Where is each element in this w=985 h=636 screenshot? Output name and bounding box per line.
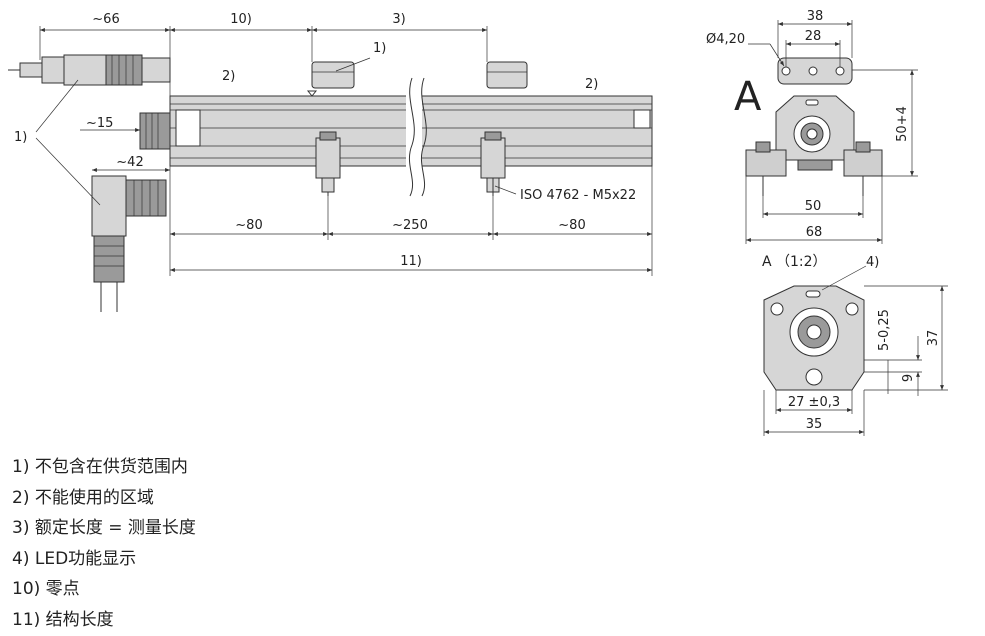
dim-slot: 5-0,25 [877, 309, 892, 351]
dim-inner-width: 27 ±0,3 [788, 395, 840, 410]
label-unusable-left: 2) [222, 69, 235, 84]
dim-total-length: 11) [400, 254, 422, 269]
dim-left-mount: ~80 [235, 218, 262, 233]
legend-item: 1) 不包含在供货范围内 [12, 457, 188, 477]
label-not-included-top: 1) [373, 41, 386, 56]
legend-item: 2) 不能使用的区域 [12, 487, 154, 508]
dim-detail-width: 35 [806, 417, 823, 432]
dim-height: 50+4 [895, 106, 910, 142]
dim-bracket-width: 68 [806, 225, 823, 240]
dim-connector-angled: ~42 [116, 155, 143, 170]
label-unusable-right: 2) [585, 77, 598, 92]
label-not-included-left: 1) [14, 130, 27, 145]
dim-detail-height: 37 [926, 330, 941, 347]
detail-title: A （1:2） [762, 254, 827, 270]
dim-hole-spacing: 28 [805, 29, 822, 44]
end-view: 38 28 Ø4,20 A 50+4 50 68 [706, 9, 918, 244]
label-led: 4) [866, 255, 879, 270]
view-marker: A [734, 74, 762, 120]
dim-top-width: 38 [807, 9, 824, 24]
mounting-clamp [315, 131, 506, 196]
legend-item: 4) LED功能显示 [12, 548, 137, 569]
position-magnet [311, 61, 528, 89]
angled-connector [91, 175, 167, 312]
side-view: ~66 10) 3) 1) 2) 2) ~15 ~42 1) ISO 4762 … [8, 12, 653, 312]
dim-connector-straight: ~15 [86, 116, 113, 131]
detail-view: A （1:2） 4) 5-0,25 37 9 27 ±0,3 35 [762, 254, 948, 436]
sensor-profile [169, 77, 653, 197]
dim-zero-point: 10) [230, 12, 252, 27]
legend-item: 3) 额定长度 = 测量长度 [12, 518, 196, 538]
dim-measuring-length: 3) [392, 12, 405, 27]
straight-connector [8, 54, 171, 86]
dim-right-mount: ~80 [558, 218, 585, 233]
dim-offset: 9 [901, 374, 916, 382]
dim-mount-spacing: ~250 [392, 218, 428, 233]
connector-stub [139, 112, 171, 150]
legend-item: 11) 结构长度 [12, 609, 114, 630]
dim-connector: ~66 [92, 12, 119, 27]
legend: 1) 不包含在供货范围内 2) 不能使用的区域 3) 额定长度 = 测量长度 4… [12, 452, 196, 635]
dim-hole-diameter: Ø4,20 [706, 32, 745, 47]
screw-note: ISO 4762 - M5x22 [520, 188, 636, 203]
dim-bracket-holes: 50 [805, 199, 822, 214]
legend-item: 10) 零点 [12, 579, 80, 599]
